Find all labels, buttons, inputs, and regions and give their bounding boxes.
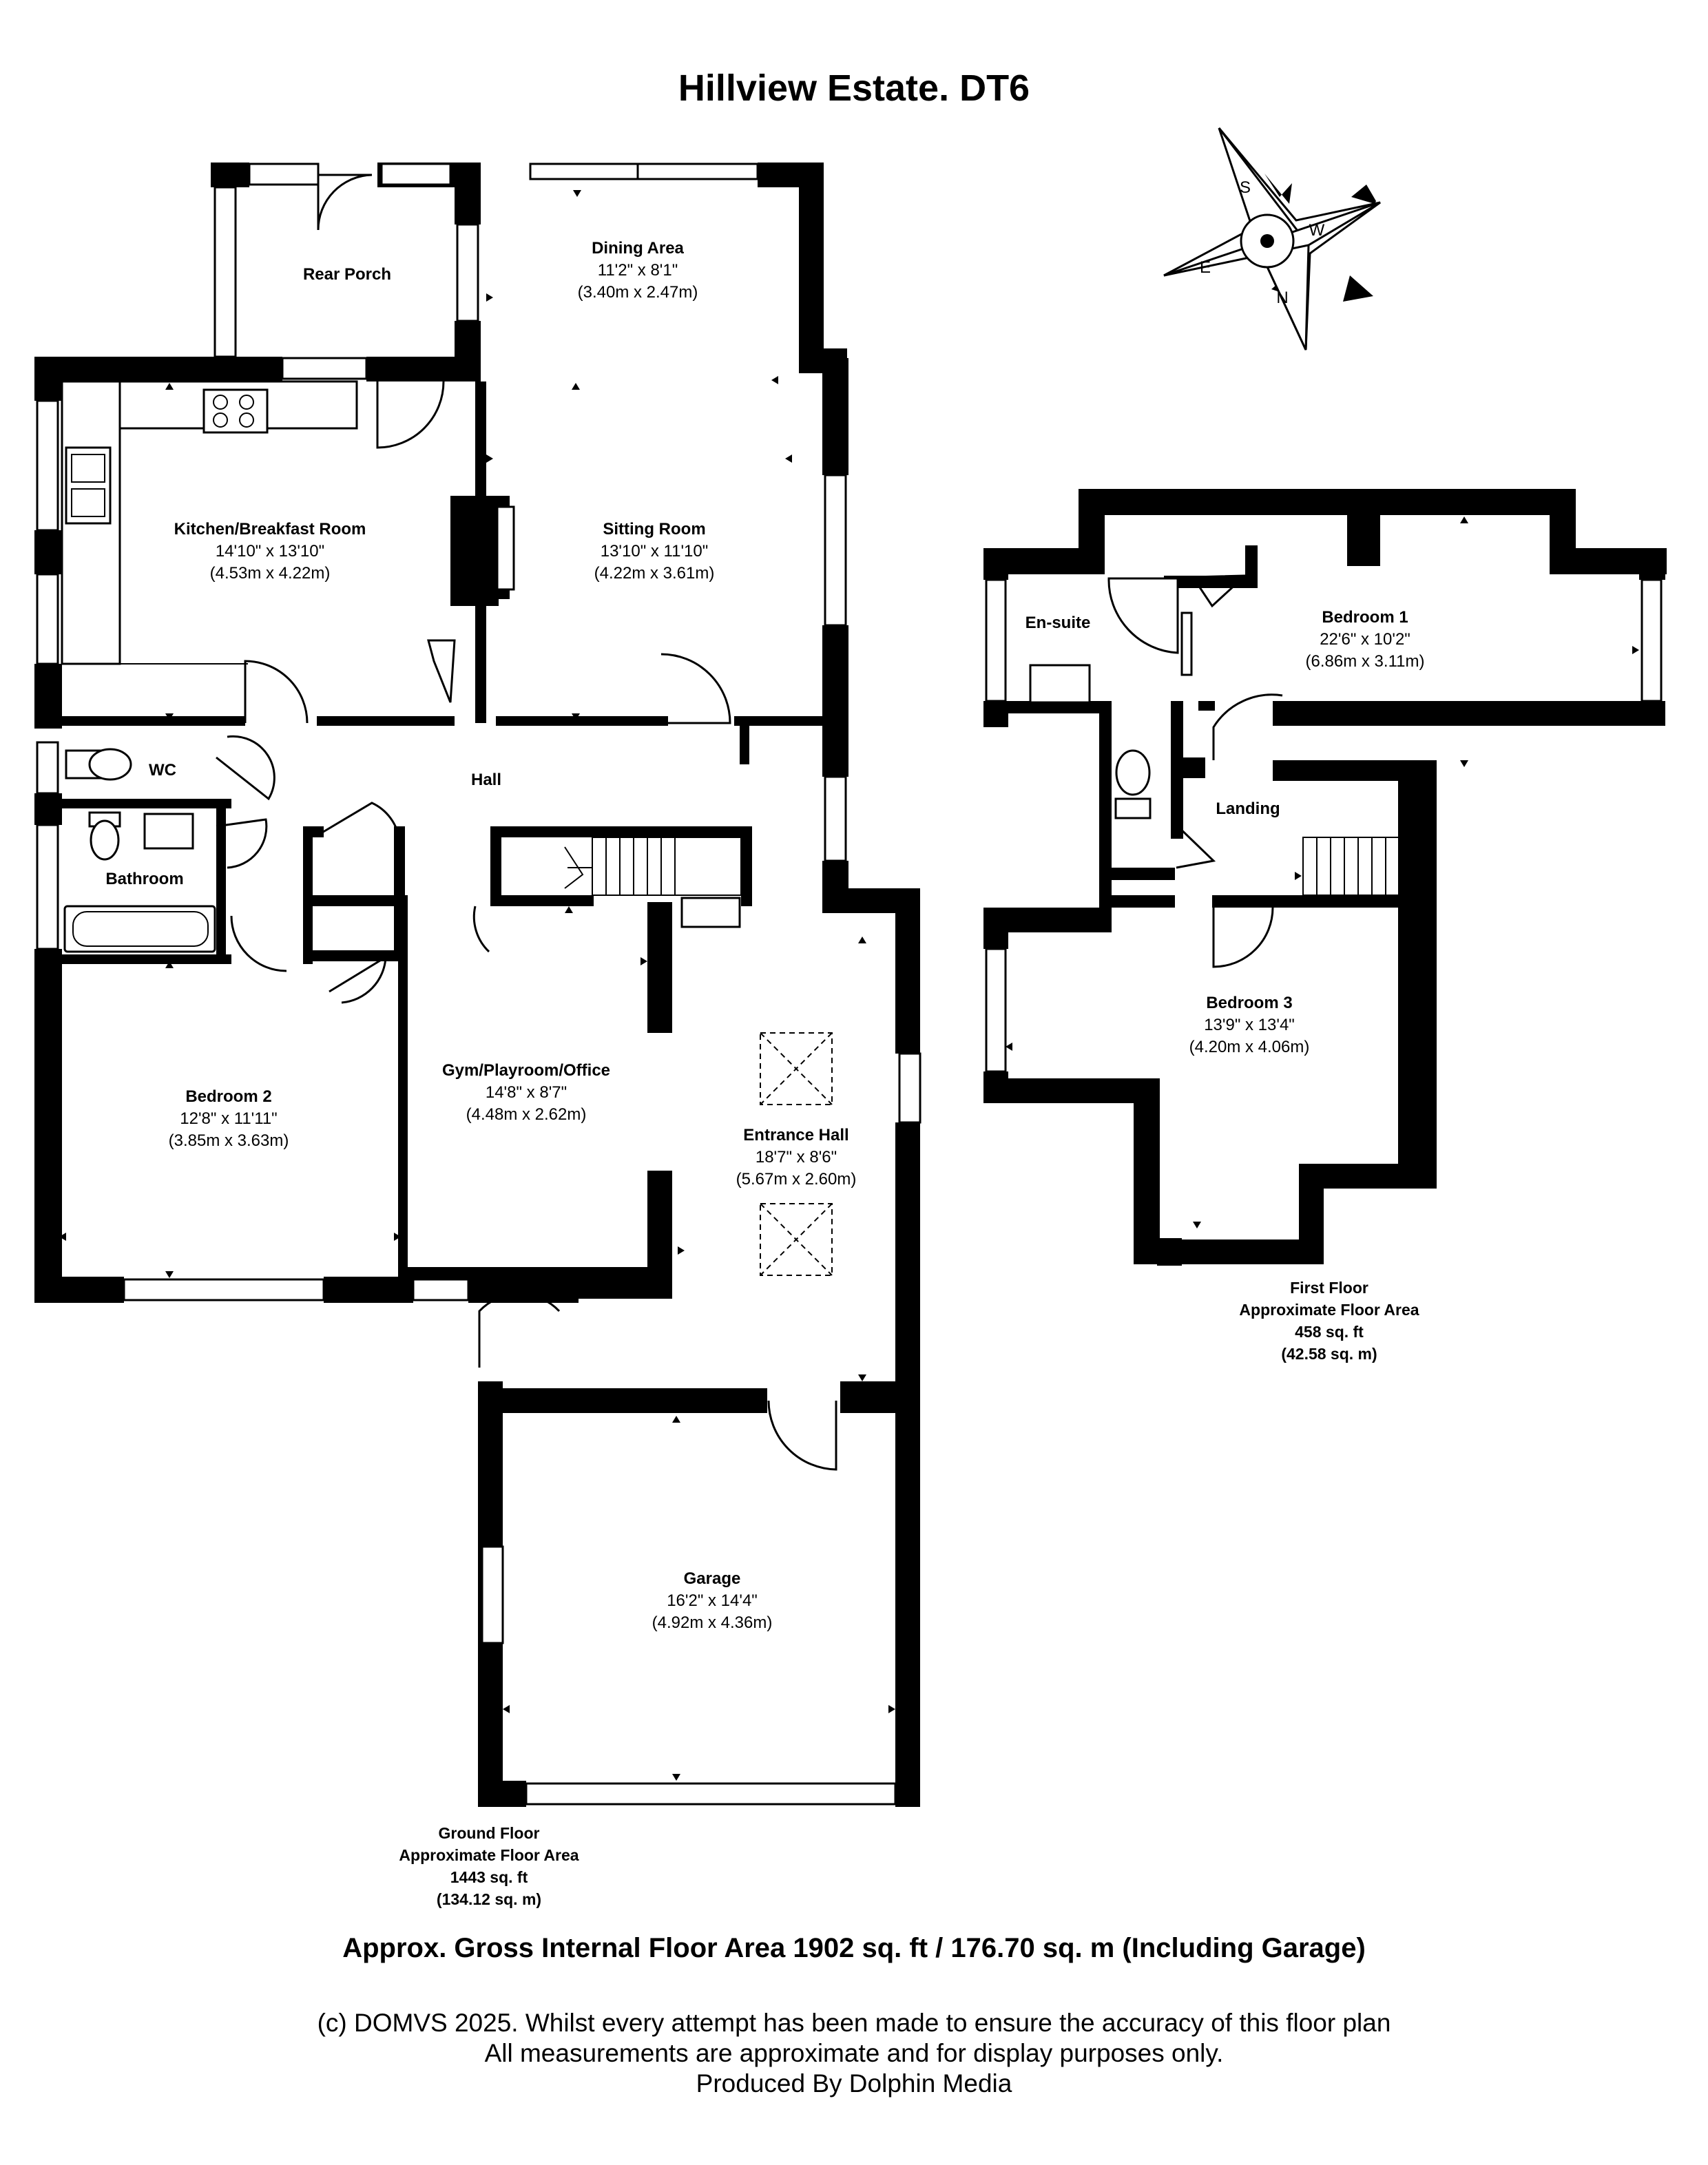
hob-icon	[202, 388, 269, 434]
first-floor-area-label: Approximate Floor Area	[1239, 1301, 1419, 1319]
sitting-imperial: 13'10" x 11'10"	[601, 542, 709, 561]
ensuite-name: En-suite	[1025, 614, 1091, 632]
first-floor-area-sqm: (42.58 sq. m)	[1281, 1345, 1377, 1363]
ensuite-toilet-cistern-icon	[1114, 797, 1152, 819]
compass-n-label: N	[1276, 289, 1288, 307]
ground-floor-fixtures	[61, 380, 833, 1276]
bedroom1-name: Bedroom 1	[1322, 608, 1408, 627]
ground-floor-area-title: Ground Floor	[439, 1824, 540, 1842]
ensuite-basin-icon	[1029, 664, 1091, 704]
gross-internal-area: Approx. Gross Internal Floor Area 1902 s…	[342, 1933, 1366, 1963]
ground-floor-area-sqm: (134.12 sq. m)	[437, 1890, 541, 1908]
landing-name: Landing	[1216, 799, 1280, 818]
gym-imperial: 14'8" x 8'7"	[486, 1083, 567, 1102]
rear-porch-name: Rear Porch	[303, 265, 391, 284]
wc-name: WC	[149, 761, 176, 780]
first-floor-area-sqft: 458 sq. ft	[1295, 1323, 1364, 1341]
bedroom2-name: Bedroom 2	[185, 1087, 271, 1106]
bedroom2-metric: (3.85m x 3.63m)	[169, 1131, 289, 1150]
dining-metric: (3.40m x 2.47m)	[578, 283, 698, 302]
bedroom3-name: Bedroom 3	[1206, 994, 1292, 1012]
ground-floor-windows	[36, 163, 921, 1806]
wc-toilet-icon	[88, 748, 132, 781]
skylight-icon	[760, 1032, 833, 1276]
staircase-icon	[564, 837, 742, 896]
shower-icon	[1107, 577, 1179, 654]
bedroom3-imperial: 13'9" x 13'4"	[1204, 1016, 1295, 1034]
entrance-name: Entrance Hall	[743, 1126, 848, 1144]
disclaimer-line-3: Produced By Dolphin Media	[696, 2069, 1012, 2098]
first-floor-staircase-icon	[1302, 837, 1400, 896]
bath-icon	[63, 905, 216, 953]
kitchen-imperial: 14'10" x 13'10"	[216, 542, 324, 561]
bedroom1-imperial: 22'6" x 10'2"	[1320, 630, 1410, 649]
kitchen-sink-icon	[65, 446, 112, 525]
bedroom3-metric: (4.20m x 4.06m)	[1189, 1038, 1310, 1056]
ground-floor-area-label: Approximate Floor Area	[399, 1846, 579, 1864]
disclaimer-line-2: All measurements are approximate and for…	[485, 2039, 1224, 2067]
kitchen-metric: (4.53m x 4.22m)	[210, 564, 331, 583]
disclaimer-line-1: (c) DOMVS 2025. Whilst every attempt has…	[317, 2009, 1391, 2037]
plan-title: Hillview Estate. DT6	[678, 67, 1030, 109]
garage-metric: (4.92m x 4.36m)	[652, 1613, 773, 1632]
first-floor-fixtures	[1029, 577, 1400, 896]
basin-icon	[143, 813, 194, 850]
ensuite-toilet-icon	[1115, 749, 1151, 796]
compass-rose-icon: S W E N	[1163, 127, 1381, 351]
first-floor-area-title: First Floor	[1290, 1279, 1368, 1297]
dining-name: Dining Area	[592, 239, 684, 258]
sitting-name: Sitting Room	[603, 520, 705, 538]
entrance-metric: (5.67m x 2.60m)	[736, 1170, 857, 1189]
ground-floor-area-sqft: 1443 sq. ft	[450, 1868, 528, 1886]
dining-imperial: 11'2" x 8'1"	[598, 261, 678, 280]
gym-metric: (4.48m x 2.62m)	[466, 1105, 587, 1124]
compass-e-label: E	[1200, 258, 1211, 277]
gym-name: Gym/Playroom/Office	[442, 1061, 610, 1080]
first-floor-windows	[985, 578, 1663, 1073]
bedroom2-imperial: 12'8" x 11'11"	[180, 1109, 277, 1128]
bedroom1-metric: (6.86m x 3.11m)	[1306, 652, 1425, 671]
bathroom-name: Bathroom	[105, 870, 183, 888]
garage-imperial: 16'2" x 14'4"	[667, 1591, 758, 1610]
measurement-markers	[59, 176, 1639, 1781]
first-floor-doors	[1174, 574, 1283, 968]
compass-s-label: S	[1240, 178, 1251, 197]
garage-name: Garage	[684, 1569, 741, 1588]
compass-w-label: W	[1309, 221, 1325, 240]
kitchen-name: Kitchen/Breakfast Room	[174, 520, 366, 538]
hall-name: Hall	[471, 771, 501, 789]
ground-floor-doors	[216, 174, 837, 1471]
bathroom-toilet-icon	[90, 819, 120, 861]
first-floor-walls	[983, 489, 1667, 1266]
entrance-imperial: 18'7" x 8'6"	[756, 1148, 837, 1167]
sitting-metric: (4.22m x 3.61m)	[594, 564, 715, 583]
